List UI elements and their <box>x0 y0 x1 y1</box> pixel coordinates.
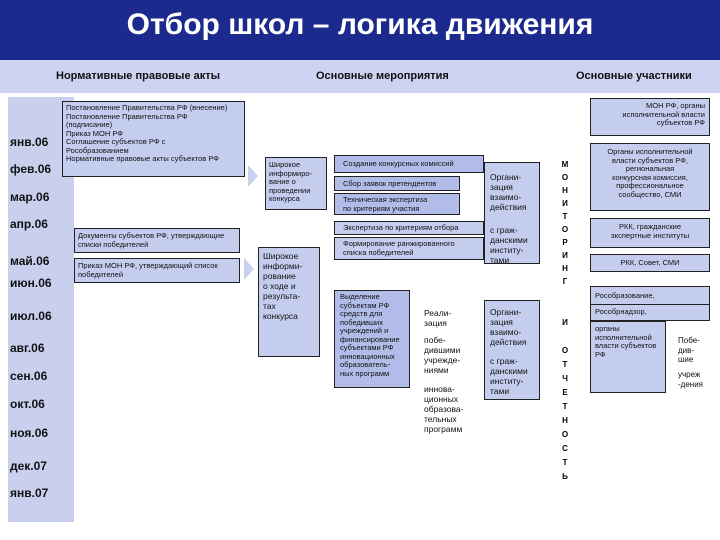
participant-rosobrazovanie: Рособразование, <box>590 286 710 306</box>
participant-mon: МОН РФ, органы исполнительной власти суб… <box>590 98 710 136</box>
arrow-right-icon <box>248 165 258 187</box>
month-label: ноя.06 <box>10 426 49 440</box>
month-label: янв.07 <box>10 486 49 500</box>
event-funding: Выделение субъектам РФ средств для побед… <box>334 290 410 388</box>
org-interaction-label: Органи- зация взаимо- действия <box>490 172 527 212</box>
event-create-commissions: Создание конкурсных комиссий <box>334 155 484 173</box>
event-ranking-list: Формирование ранжированного списка побед… <box>334 237 484 260</box>
month-label: окт.06 <box>10 397 45 411</box>
realization-label: иннова- ционных образова- тельных програ… <box>424 384 464 434</box>
header-band <box>0 60 720 93</box>
month-label: авг.06 <box>10 341 45 355</box>
month-label: мар.06 <box>10 190 50 204</box>
participant-experts: РКК, гражданские экспертные институты <box>590 218 710 248</box>
org-interaction-box <box>484 300 540 400</box>
month-label: июл.06 <box>10 309 52 323</box>
org-interaction-box <box>484 162 540 264</box>
info-box-progress: Широкое информи- рование о ходе и резуль… <box>258 247 320 357</box>
org-interaction-label: Органи- зация взаимо- действия <box>490 307 527 347</box>
info-box-announcement: Широкое информиро- вание о проведении ко… <box>265 157 327 210</box>
participant-winners: Побе- див- шие <box>678 336 700 364</box>
participant-rosobrnadzor: Рособрнадзор, <box>590 304 710 321</box>
reporting-text: И О Т Ч Е Т Н О С Т Ь <box>561 318 569 481</box>
acts-box-order: Приказ МОН РФ, утверждающий список побед… <box>74 258 240 283</box>
month-label: янв.06 <box>10 135 49 149</box>
participant-regional-authorities: органы исполнительной власти субъектов Р… <box>590 321 666 393</box>
arrow-right-icon <box>244 258 254 280</box>
header-acts: Нормативные правовые акты <box>56 70 221 82</box>
event-selection-review: Экспертиза по критериям отбора <box>334 221 484 235</box>
title-bar <box>0 0 720 60</box>
participant-council: РКК, Совет, СМИ <box>590 254 710 272</box>
realization-label: Реали- зация <box>424 308 452 328</box>
acts-box-normative: Постановление Правительства РФ (внесение… <box>62 101 245 177</box>
monitoring-text: М О Н И Т О Р И Н Г <box>561 160 569 286</box>
participant-regional: Органы исполнительной власти субъектов Р… <box>590 143 710 211</box>
civil-institutions-label: с граж- данскими институ- тами <box>490 356 528 396</box>
participant-institutions: учреж -дения <box>678 370 703 389</box>
month-label: дек.07 <box>10 459 47 473</box>
header-events: Основные мероприятия <box>316 70 449 82</box>
month-label: апр.06 <box>10 217 48 231</box>
acts-box-documents: Документы субъектов РФ, утверждающие спи… <box>74 228 240 253</box>
page-title: Отбор школ – логика движения <box>126 8 594 41</box>
monitoring-column <box>552 155 578 490</box>
month-label: май.06 <box>10 254 50 268</box>
event-collect-applications: Сбор заявок претендентов <box>334 176 460 191</box>
header-participants: Основные участники <box>576 70 692 82</box>
realization-label: побе- дившими учрежде- ниями <box>424 335 461 375</box>
month-label: июн.06 <box>10 276 52 290</box>
civil-institutions-label: с граж- данскими институ- тами <box>490 225 528 265</box>
event-technical-review: Техническая экспертиза по критериям учас… <box>334 193 460 215</box>
month-label: сен.06 <box>10 369 48 383</box>
month-label: фев.06 <box>10 162 52 176</box>
